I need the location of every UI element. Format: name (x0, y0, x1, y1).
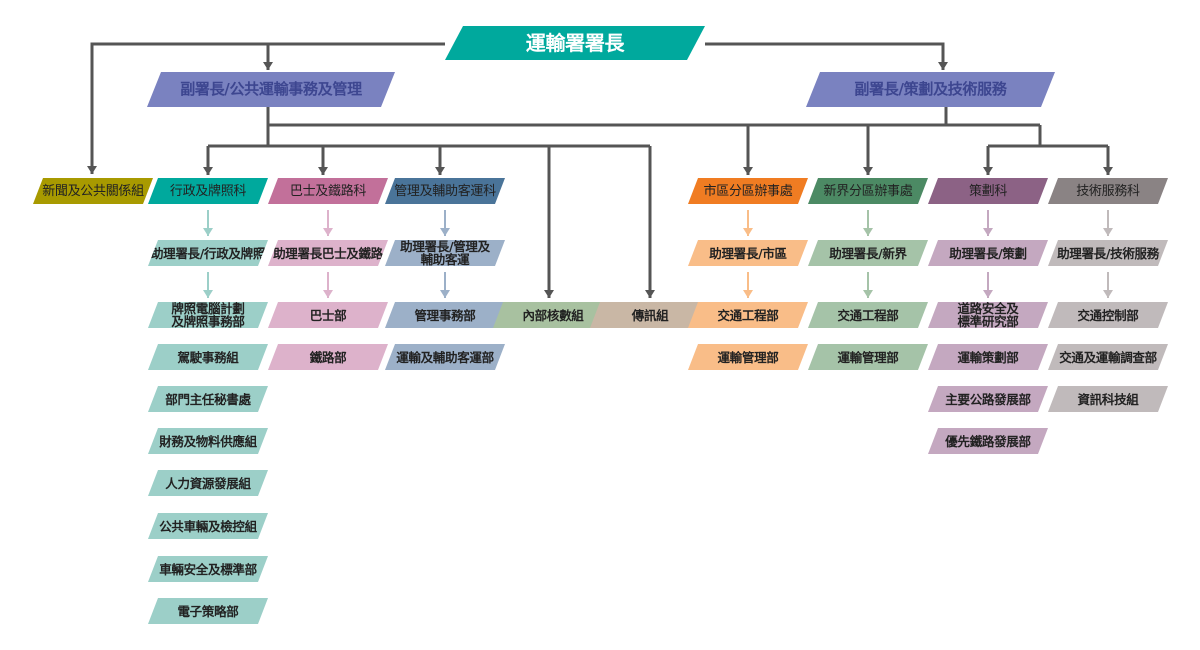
deputy-public-transport-box: 副署長/公共運輸事務及管理 (147, 72, 395, 107)
division-box: 新聞及公共關係組 (33, 178, 153, 204)
arrow-head (983, 290, 993, 298)
arrow-head (863, 167, 873, 175)
assistant-director-box: 助理署長/行政及牌照 (148, 240, 268, 266)
arrow-head (1103, 228, 1113, 236)
section-box: 財務及物料供應組 (148, 428, 268, 454)
assistant-director-box: 助理署長/管理及 輔助客運 (385, 240, 505, 266)
division-box: 管理及輔助客運科 (385, 178, 505, 204)
arrow-head (863, 290, 873, 298)
division-box: 市區分區辦事處 (688, 178, 808, 204)
division-box: 策劃科 (928, 178, 1048, 204)
section-box: 鐵路部 (268, 344, 388, 370)
section-box: 運輸管理部 (808, 344, 928, 370)
assistant-director-box: 助理署長/市區 (688, 240, 808, 266)
assistant-director-box: 助理署長/技術服務 (1048, 240, 1168, 266)
arrow-head (440, 228, 450, 236)
section-box: 道路安全及 標準研究部 (928, 302, 1048, 328)
arrow-head (435, 167, 445, 175)
arrow-head (743, 290, 753, 298)
section-box: 交通工程部 (808, 302, 928, 328)
arrow-head (1103, 167, 1113, 175)
section-box: 交通工程部 (688, 302, 808, 328)
section-box: 優先鐵路發展部 (928, 428, 1048, 454)
section-box: 管理事務部 (385, 302, 505, 328)
arrow-head (983, 228, 993, 236)
deputy-planning-box: 副署長/策劃及技術服務 (806, 72, 1055, 107)
assistant-director-box: 助理署長巴士及鐵路 (268, 240, 388, 266)
division-box: 新界分區辦事處 (808, 178, 928, 204)
connector-line (705, 42, 945, 70)
unit-box: 內部核數組 (493, 302, 613, 328)
section-box: 車輛安全及標準部 (148, 556, 268, 582)
arrow-head (544, 290, 554, 298)
arrow-head (983, 167, 993, 175)
section-box: 交通控制部 (1048, 302, 1168, 328)
section-box: 運輸及輔助客運部 (385, 344, 505, 370)
section-box: 電子策略部 (148, 598, 268, 624)
division-box: 巴士及鐵路科 (268, 178, 388, 204)
section-box: 巴士部 (268, 302, 388, 328)
arrow-head (203, 228, 213, 236)
arrow-head (938, 62, 948, 70)
section-box: 運輸策劃部 (928, 344, 1048, 370)
arrow-head (743, 228, 753, 236)
section-box: 駕駛事務組 (148, 344, 268, 370)
director-box: 運輸署署長 (445, 26, 705, 60)
arrow-head (87, 166, 97, 174)
section-box: 牌照電腦計劃 及牌照事務部 (148, 302, 268, 328)
section-box: 公共車輛及檢控組 (148, 513, 268, 539)
arrow-head (645, 290, 655, 298)
section-box: 主要公路發展部 (928, 386, 1048, 412)
arrow-head (323, 228, 333, 236)
assistant-director-box: 助理署長/新界 (808, 240, 928, 266)
section-box: 交通及運輸調查部 (1048, 344, 1168, 370)
section-box: 人力資源發展組 (148, 470, 268, 496)
arrow-head (318, 167, 328, 175)
connector-line (90, 42, 445, 174)
section-box: 運輸管理部 (688, 344, 808, 370)
section-box: 部門主任秘書處 (148, 386, 268, 412)
assistant-director-box: 助理署長/策劃 (928, 240, 1048, 266)
arrow-head (863, 228, 873, 236)
arrow-head (1103, 290, 1113, 298)
division-box: 行政及牌照科 (148, 178, 268, 204)
division-box: 技術服務科 (1048, 178, 1168, 204)
arrow-head (203, 167, 213, 175)
arrow-head (323, 290, 333, 298)
arrow-head (440, 290, 450, 298)
arrow-head (203, 290, 213, 298)
arrow-head (743, 167, 753, 175)
section-box: 資訊科技組 (1048, 386, 1168, 412)
arrow-head (263, 62, 273, 70)
